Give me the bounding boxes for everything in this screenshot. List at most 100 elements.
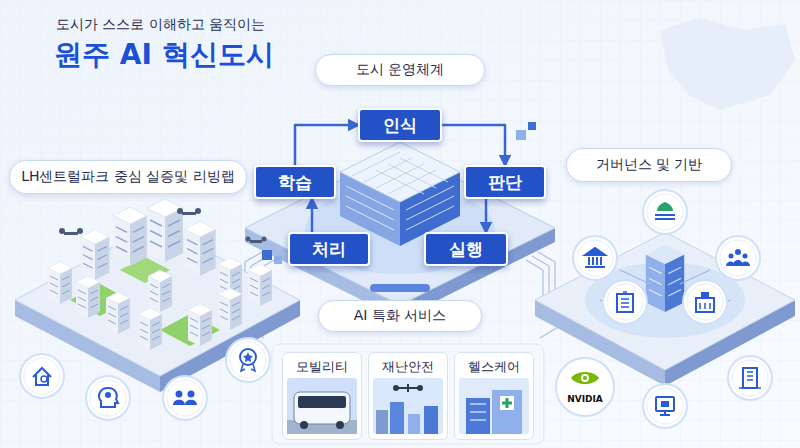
node-text: 실행 — [449, 238, 483, 261]
left-icons — [173, 400, 197, 405]
right-icons — [655, 215, 675, 219]
right-icons — [728, 356, 772, 400]
left-platform — [177, 208, 183, 214]
right-icons — [696, 298, 714, 312]
left-icons — [41, 376, 47, 382]
nvidia-badge — [556, 358, 614, 416]
left-icons — [243, 352, 253, 362]
right-icons — [656, 397, 674, 411]
node-text: 헬스케어 — [466, 358, 522, 376]
left-platform — [64, 232, 78, 235]
left-icons — [241, 364, 255, 371]
node-text: 도시 운영체계 — [356, 61, 444, 79]
left-platform — [246, 237, 251, 242]
left-icons — [188, 391, 195, 398]
left-icons — [20, 354, 64, 398]
left-platform — [250, 240, 262, 243]
section-pill: 도시 운영체계 — [315, 54, 485, 86]
mobility-picture — [298, 396, 346, 408]
central-platform — [274, 256, 282, 264]
node-text: 모빌리티 — [294, 358, 350, 376]
section-pill: AI 특화 서비스 — [318, 300, 482, 332]
disaster-picture — [390, 402, 404, 434]
left-platform — [138, 308, 162, 350]
right-icons — [743, 368, 757, 388]
cycle-arrow — [295, 125, 358, 165]
left-platform — [218, 288, 242, 330]
left-icons — [99, 388, 118, 407]
process-box: 처리 — [288, 232, 370, 266]
service-card: 재난안전 — [368, 352, 448, 440]
left-platform — [76, 276, 100, 318]
right-icons — [735, 249, 741, 255]
left-icons — [176, 391, 183, 398]
disaster-picture — [408, 414, 420, 434]
disaster-picture — [424, 406, 438, 434]
left-platform — [48, 262, 72, 304]
left-platform — [148, 270, 172, 312]
healthcare-picture — [466, 398, 490, 434]
right-icons — [743, 254, 748, 259]
nvidia-badge — [583, 376, 587, 380]
left-icons — [86, 376, 130, 420]
service-cards — [272, 344, 544, 444]
node-text: 처리 — [312, 238, 346, 261]
left-icons — [240, 349, 256, 365]
left-platform — [147, 199, 183, 262]
node-text: 재난안전 — [380, 358, 436, 376]
right-icons — [573, 236, 617, 280]
cycle-arrow — [485, 199, 488, 232]
mobility-picture — [300, 421, 308, 429]
healthcare-picture — [470, 404, 486, 420]
central-platform — [340, 142, 460, 202]
right-icons — [701, 292, 709, 298]
mobility-picture — [336, 421, 344, 429]
right-icons — [643, 384, 687, 428]
central-platform — [516, 130, 526, 140]
mobility-picture — [294, 392, 350, 424]
mobility-picture — [287, 378, 357, 434]
process-box: 학습 — [254, 165, 336, 199]
left-platform — [106, 292, 130, 334]
left-icons — [226, 338, 270, 382]
section-pill: 거버넌스 및 기반 — [566, 148, 732, 182]
left-icons — [226, 338, 270, 382]
right-icons — [683, 280, 727, 324]
right-icons — [683, 280, 727, 324]
page-title: 원주 AI 혁신도시 — [54, 36, 274, 74]
left-platform — [188, 304, 212, 346]
central-platform — [245, 122, 555, 319]
right-platform — [535, 232, 795, 370]
disaster-picture — [373, 378, 443, 434]
left-platform — [182, 212, 196, 215]
right-platform — [646, 245, 684, 312]
left-icons — [33, 368, 51, 385]
cycle-arrow — [442, 125, 505, 165]
section-pill: LH센트럴파크 중심 실증및 리빙랩 — [9, 160, 247, 194]
cycle-arrow — [311, 199, 314, 232]
node-text: 거버넌스 및 기반 — [596, 156, 703, 174]
left-platform — [113, 207, 147, 266]
right-icons — [716, 236, 760, 280]
process-box: 실행 — [424, 232, 508, 266]
right-icons — [661, 401, 669, 407]
right-icons — [643, 190, 687, 234]
right-icons — [556, 190, 772, 428]
right-icons — [700, 303, 710, 309]
node-text: 판단 — [488, 171, 522, 194]
healthcare-picture — [492, 390, 522, 434]
background — [660, 18, 795, 110]
central-platform — [352, 152, 448, 194]
service-cards — [368, 352, 448, 440]
left-icons — [86, 376, 130, 420]
left-icons — [20, 338, 270, 420]
nvidia-badge — [556, 358, 614, 416]
left-platform — [184, 221, 215, 276]
nvidia-badge — [571, 372, 599, 384]
healthcare-picture — [502, 398, 512, 408]
left-icons — [20, 354, 64, 398]
node-text: AI 특화 서비스 — [354, 307, 447, 325]
process-box: 인식 — [358, 108, 442, 142]
